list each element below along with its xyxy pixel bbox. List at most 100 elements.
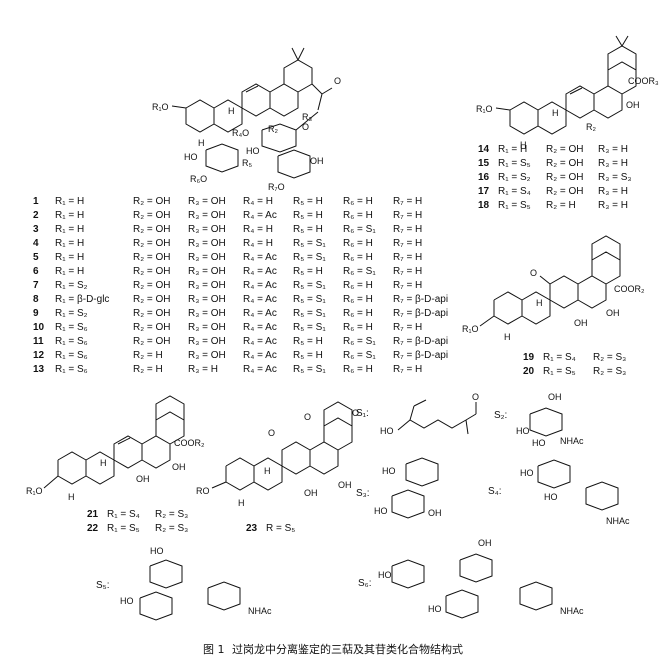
oh-label: OH [626, 100, 640, 110]
svg-text:R₂ = OH: R₂ = OH [133, 238, 171, 249]
svg-text:S₄:: S₄: [488, 486, 502, 497]
svg-text:R₆ = S₁: R₆ = S₁ [343, 350, 376, 361]
svg-text:R₆ = S₁: R₆ = S₁ [343, 224, 376, 235]
r2-label: R₂ [586, 122, 596, 132]
svg-text:R₁ = S₄: R₁ = S₄ [543, 352, 576, 363]
svg-text:16: 16 [478, 172, 490, 183]
svg-text:R₂ = H: R₂ = H [133, 364, 163, 375]
r2-label: R₂ [268, 124, 278, 134]
svg-text:R₃ = H: R₃ = H [598, 158, 628, 169]
svg-text:R₇ = β-D-api: R₇ = β-D-api [393, 350, 448, 361]
oh-label: OH [478, 538, 492, 548]
figure-number: 图 1 [203, 643, 225, 656]
svg-text:R₆ = H: R₆ = H [343, 322, 373, 333]
svg-text:S₂:: S₂: [494, 410, 507, 421]
svg-text:R₅ = H: R₅ = H [293, 210, 323, 221]
h-label: H [264, 466, 271, 476]
h-label-2: H [504, 332, 511, 342]
svg-text:17: 17 [478, 186, 490, 197]
svg-text:R₄ = Ac: R₄ = Ac [243, 364, 277, 375]
svg-text:R₆ = H: R₆ = H [343, 210, 373, 221]
svg-text:R₂ = H: R₂ = H [133, 350, 163, 361]
svg-text:R₃ = H: R₃ = H [188, 364, 218, 375]
svg-text:R₃ = OH: R₃ = OH [188, 238, 226, 249]
r6o-label: R₆O [190, 174, 207, 184]
svg-text:R₇ = H: R₇ = H [393, 196, 422, 207]
substituent-s3: S₃: HO HO OH [356, 457, 442, 519]
svg-text:R₁ = S₂: R₁ = S₂ [498, 172, 531, 183]
ho-label-2: HO [428, 604, 442, 614]
svg-text:R₇ = H: R₇ = H [393, 266, 422, 277]
coor2-label: COOR₂ [174, 438, 205, 448]
svg-text:R₃ = OH: R₃ = OH [188, 322, 226, 333]
svg-text:R₅ = H: R₅ = H [293, 224, 323, 235]
svg-text:2: 2 [33, 210, 39, 221]
svg-text:11: 11 [33, 336, 44, 347]
svg-text:4: 4 [33, 238, 39, 249]
svg-text:18: 18 [478, 200, 490, 211]
svg-text:R₂ = S₃: R₂ = S₃ [593, 366, 626, 377]
svg-text:R₁ = H: R₁ = H [55, 238, 84, 249]
svg-text:R₄ = Ac: R₄ = Ac [243, 210, 277, 221]
lactone-oxygen: O [304, 412, 311, 422]
svg-text:S₁:: S₁: [356, 408, 369, 419]
svg-text:R₆ = S₁: R₆ = S₁ [343, 266, 376, 277]
svg-text:R₂ = OH: R₂ = OH [133, 294, 171, 305]
svg-text:R = S₅: R = S₅ [266, 523, 295, 534]
r7o-label: R₇O [268, 182, 285, 192]
svg-text:R₂ = S₃: R₂ = S₃ [155, 523, 188, 534]
figure-title: 过岗龙中分离鉴定的三萜及其苷类化合物结构式 [232, 643, 463, 656]
svg-text:R₃ = H: R₃ = H [598, 200, 628, 211]
ho-label: HO [382, 466, 396, 476]
svg-text:S₅:: S₅: [96, 580, 109, 591]
svg-text:R₂ = OH: R₂ = OH [546, 144, 584, 155]
svg-text:R₄ = Ac: R₄ = Ac [243, 308, 277, 319]
svg-text:R₇ = H: R₇ = H [393, 224, 422, 235]
carbonyl-oxygen: O [472, 392, 479, 402]
svg-text:R₁ = S₅: R₁ = S₅ [498, 200, 531, 211]
svg-text:R₇ = H: R₇ = H [393, 238, 422, 249]
figure-caption: 图 1 过岗龙中分离鉴定的三萜及其苷类化合物结构式 [0, 641, 666, 657]
ho-label: HO [378, 570, 392, 580]
svg-text:R₅ = H: R₅ = H [293, 350, 323, 361]
svg-text:12: 12 [33, 350, 45, 361]
svg-text:R₅ = H: R₅ = H [293, 196, 323, 207]
svg-text:R₃ = OH: R₃ = OH [188, 280, 226, 291]
svg-text:R₂ = OH: R₂ = OH [546, 172, 584, 183]
nhac-label: NHAc [606, 516, 630, 526]
svg-text:R₄ = Ac: R₄ = Ac [243, 266, 277, 277]
svg-text:R₂ = OH: R₂ = OH [133, 196, 171, 207]
svg-text:R₄ = H: R₄ = H [243, 238, 273, 249]
oh-label-2: OH [574, 318, 588, 328]
ho-label-2: HO [532, 438, 546, 448]
svg-text:R₄ = Ac: R₄ = Ac [243, 336, 277, 347]
svg-text:R₅ = S₁: R₅ = S₁ [293, 252, 326, 263]
svg-text:R₄ = Ac: R₄ = Ac [243, 322, 277, 333]
svg-text:R₂ = OH: R₂ = OH [133, 336, 171, 347]
svg-text:R₃ = OH: R₃ = OH [188, 308, 226, 319]
svg-text:R₂ = OH: R₂ = OH [133, 266, 171, 277]
structure-1-13: O R₁O R₂ R₃ H H O R₄O HO R₅ HO R₆O R₇O O… [152, 47, 341, 192]
svg-text:22: 22 [87, 523, 99, 534]
svg-text:R₁ = S₆: R₁ = S₆ [55, 336, 88, 347]
svg-text:5: 5 [33, 252, 39, 263]
svg-text:R₁ = H: R₁ = H [55, 210, 84, 221]
substituent-s5: S₅: HO HO NHAc [96, 546, 272, 621]
svg-text:R₁ = S₆: R₁ = S₆ [55, 350, 88, 361]
h-label: H [536, 298, 543, 308]
svg-text:R₆ = H: R₆ = H [343, 308, 373, 319]
